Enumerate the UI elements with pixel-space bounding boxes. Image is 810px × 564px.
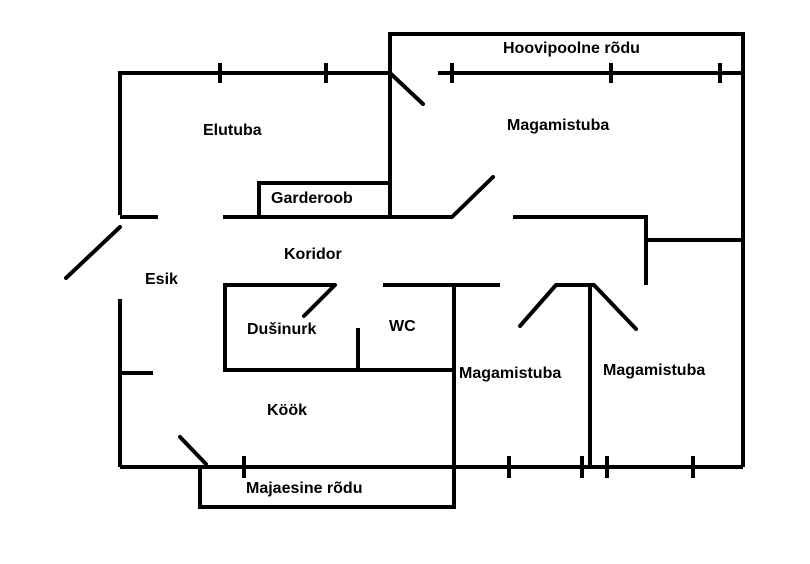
room-label-dusinurk: Dušinurk <box>247 321 317 338</box>
room-label-elutuba: Elutuba <box>203 122 262 139</box>
wall-balcony-right <box>388 32 745 467</box>
walls <box>118 32 745 509</box>
door-entrance <box>64 225 122 280</box>
wall-elutuba-outer <box>118 71 390 215</box>
wall-front-balcony <box>198 467 456 509</box>
room-label-magamistuba-right: Magamistuba <box>603 362 706 379</box>
door-magamistuba-top <box>450 175 495 219</box>
door-front-balcony <box>178 435 208 466</box>
room-label-wc: WC <box>389 318 416 335</box>
wall-corridor-top-right <box>513 215 648 285</box>
room-label-garderoob: Garderoob <box>271 190 353 207</box>
door-magamistuba-right <box>592 283 638 331</box>
door-magamistuba-mid <box>518 283 558 328</box>
door-dusinurk <box>302 283 337 318</box>
room-label-esik: Esik <box>145 271 178 288</box>
wall-bathroom-block <box>223 283 452 372</box>
doors <box>64 71 638 466</box>
room-label-majaesine-rodu: Majaesine rõdu <box>246 480 363 497</box>
wall-garderoob <box>257 181 390 217</box>
room-label-kook: Köök <box>267 402 307 419</box>
room-label-koridor: Koridor <box>284 246 342 263</box>
door-balcony <box>388 71 425 106</box>
room-label-magamistuba-top: Magamistuba <box>507 117 610 134</box>
room-label-hoovipoolne-rodu: Hoovipoolne rõdu <box>503 40 640 57</box>
window-ticks <box>218 63 722 478</box>
room-label-magamistuba-mid: Magamistuba <box>459 365 562 382</box>
